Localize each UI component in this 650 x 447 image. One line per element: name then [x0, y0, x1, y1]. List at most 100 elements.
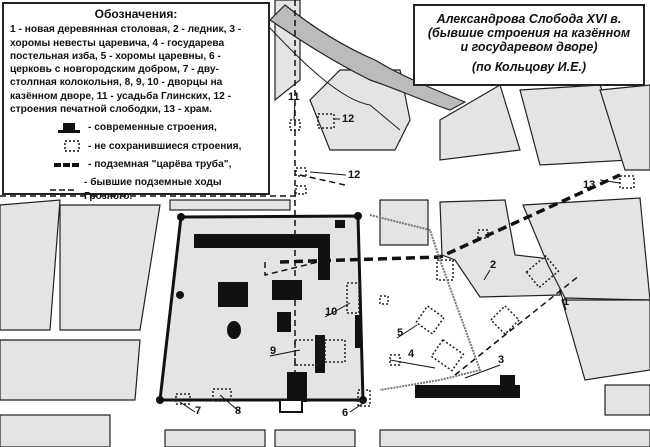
solid-building-icon	[10, 123, 88, 134]
leader-line	[179, 401, 196, 413]
leader-line	[396, 324, 418, 339]
tower	[177, 213, 185, 221]
lost-building	[346, 282, 360, 314]
lost-building	[295, 185, 307, 195]
label-12a: 12	[342, 113, 354, 125]
title-line-1: Александрова Слобода XVI в.	[436, 12, 622, 26]
city-block	[561, 299, 650, 381]
thin-dash-icon	[10, 187, 84, 193]
river-bank	[269, 27, 401, 131]
gate-tower	[279, 399, 303, 413]
leader-line	[483, 269, 491, 281]
lost-building	[525, 254, 560, 289]
city-block	[0, 339, 141, 401]
modern-building	[194, 234, 328, 248]
leader-line	[559, 289, 567, 311]
title-line-3: и государевом дворе)	[460, 40, 598, 54]
city-block	[439, 199, 561, 298]
leader-line	[219, 394, 241, 413]
label-12b: 12	[348, 169, 360, 181]
dotted-building-icon	[10, 140, 88, 153]
title-source: (по Кольцову И.Е.)	[471, 60, 587, 74]
legend-box: Обозначения: 1 - новая деревянная столов…	[2, 2, 270, 202]
legend-description: 1 - новая деревянная столовая, 2 - ледни…	[10, 24, 242, 116]
modern-building	[272, 280, 302, 300]
lost-buildings	[175, 113, 635, 407]
label-6: 6	[342, 407, 348, 419]
modern-building	[287, 372, 307, 402]
leader-line	[269, 349, 301, 357]
label-1: 1	[563, 296, 569, 308]
city-block	[164, 429, 266, 447]
label-10: 10	[325, 306, 337, 318]
leader-line	[293, 101, 296, 121]
city-block	[599, 84, 650, 171]
modern-building	[355, 315, 361, 348]
label-4: 4	[408, 348, 415, 360]
modern-building	[218, 282, 248, 307]
label-9: 9	[270, 345, 276, 357]
label-2: 2	[490, 259, 496, 271]
label-3: 3	[498, 354, 504, 366]
lost-building	[415, 305, 445, 335]
tower	[354, 212, 362, 220]
label-5: 5	[397, 327, 403, 339]
lost-building	[619, 175, 635, 189]
modern-building	[318, 234, 330, 280]
tower	[176, 291, 184, 299]
leader-line	[349, 401, 366, 413]
leader-line	[389, 359, 436, 369]
city-block	[379, 429, 650, 447]
tower	[156, 396, 164, 404]
title-box: Александрова Слобода XVI в. (бывшие стро…	[413, 4, 645, 86]
modern-buildings	[194, 220, 520, 402]
modern-building	[500, 375, 515, 387]
lost-building	[430, 338, 465, 372]
thick-dash-icon	[10, 162, 88, 168]
modern-building	[415, 385, 520, 398]
label-11: 11	[288, 91, 300, 103]
leader-lines	[179, 101, 621, 413]
label-8: 8	[235, 405, 241, 417]
label-7: 7	[195, 405, 201, 417]
city-block	[59, 204, 161, 331]
modern-building	[227, 321, 241, 339]
title-line-2: (бывшие строения на казённом	[427, 26, 631, 40]
leader-line	[309, 171, 347, 176]
modern-building	[315, 335, 325, 373]
modern-building	[335, 220, 345, 228]
legend-label: - не сохранившиеся строения,	[88, 140, 242, 152]
leader-line	[464, 364, 501, 379]
legend-label: - современные строения,	[88, 122, 217, 134]
passage	[299, 174, 346, 186]
lost-building	[489, 304, 521, 336]
city-block	[0, 414, 111, 447]
lost-building	[324, 339, 346, 363]
legend-item-pipe: - подземная "царёва труба",	[10, 158, 262, 171]
lost-building	[436, 259, 454, 281]
city-block	[309, 69, 411, 151]
city-block	[274, 429, 356, 447]
leader-line	[324, 302, 351, 318]
leader-line	[599, 179, 621, 184]
map-numbers: 1 2 3 4 5 6 7 8 9 10 11 12 12 13	[195, 91, 595, 419]
lost-building	[294, 339, 321, 366]
label-13: 13	[583, 179, 595, 191]
passage	[454, 274, 581, 376]
lost-building	[357, 389, 371, 407]
city-block	[0, 199, 61, 331]
city-block	[439, 84, 521, 161]
lost-building	[389, 354, 401, 366]
city-block	[604, 384, 650, 416]
lost-building	[317, 113, 335, 129]
passage	[264, 261, 319, 276]
lost-building	[295, 167, 307, 177]
fence	[369, 214, 482, 391]
lost-building	[379, 295, 389, 305]
legend-item-lost: - не сохранившиеся строения,	[10, 140, 262, 153]
modern-building	[277, 312, 291, 332]
lost-building	[212, 388, 232, 402]
